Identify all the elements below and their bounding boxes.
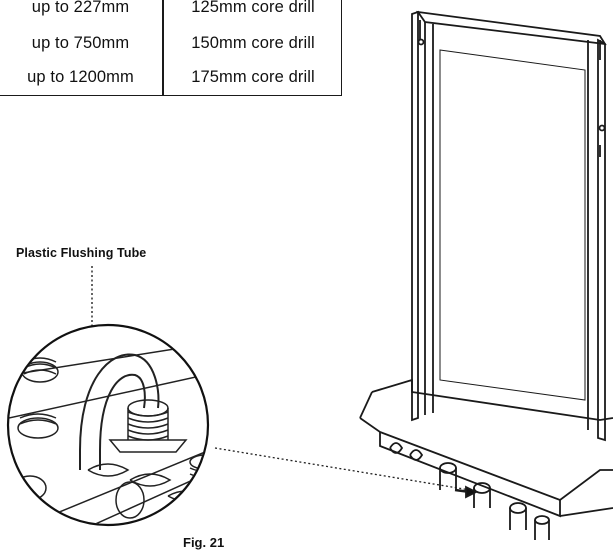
- drill-size-cell: 150mm core drill: [191, 34, 315, 52]
- wall-length-cell: up to 750mm: [31, 34, 130, 52]
- detail-pointer-line: [214, 447, 471, 491]
- wall-length-cell: up to 227mm: [31, 0, 130, 16]
- flushing-tube-detail-icon: [6, 323, 210, 527]
- table-divider: [162, 0, 164, 96]
- table-row: up to 750mm 150mm core drill: [0, 26, 341, 60]
- figure-caption: Fig. 21: [183, 535, 225, 550]
- table-row: up to 1200mm 175mm core drill: [0, 60, 341, 94]
- drill-size-cell: 125mm core drill: [191, 0, 315, 16]
- core-drill-table: up to 227mm 125mm core drill up to 750mm…: [0, 0, 342, 96]
- table-row: up to 227mm 125mm core drill: [0, 0, 341, 24]
- boiler-backplate-frame-icon: [359, 10, 613, 540]
- flushing-tube-label: Plastic Flushing Tube: [16, 246, 147, 260]
- wall-length-cell: up to 1200mm: [27, 68, 134, 86]
- drill-size-cell: 175mm core drill: [191, 68, 315, 86]
